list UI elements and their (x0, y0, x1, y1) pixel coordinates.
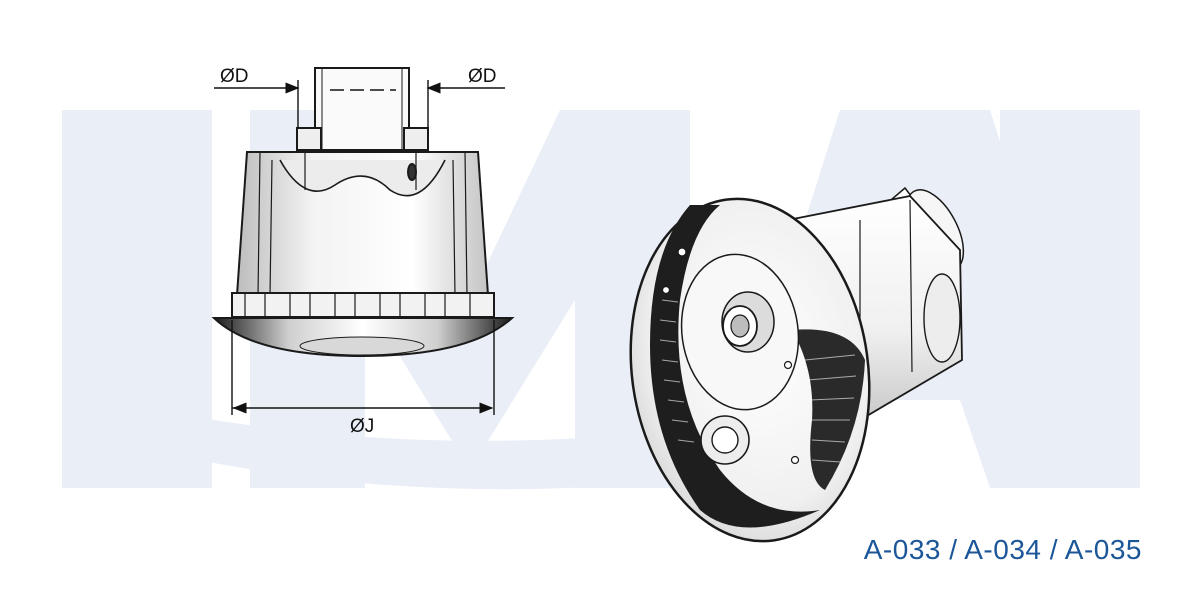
watermark-logo (62, 110, 1140, 490)
side-view (211, 67, 515, 358)
part-code-label: A-033 / A-034 / A-035 (863, 534, 1142, 565)
dimension-label-right-d: ØD (468, 66, 497, 87)
dimension-label-j: ØJ (350, 416, 374, 437)
perspective-view (629, 186, 965, 543)
dimension-label-left-d: ØD (220, 66, 249, 87)
dimension-lines (214, 80, 505, 415)
